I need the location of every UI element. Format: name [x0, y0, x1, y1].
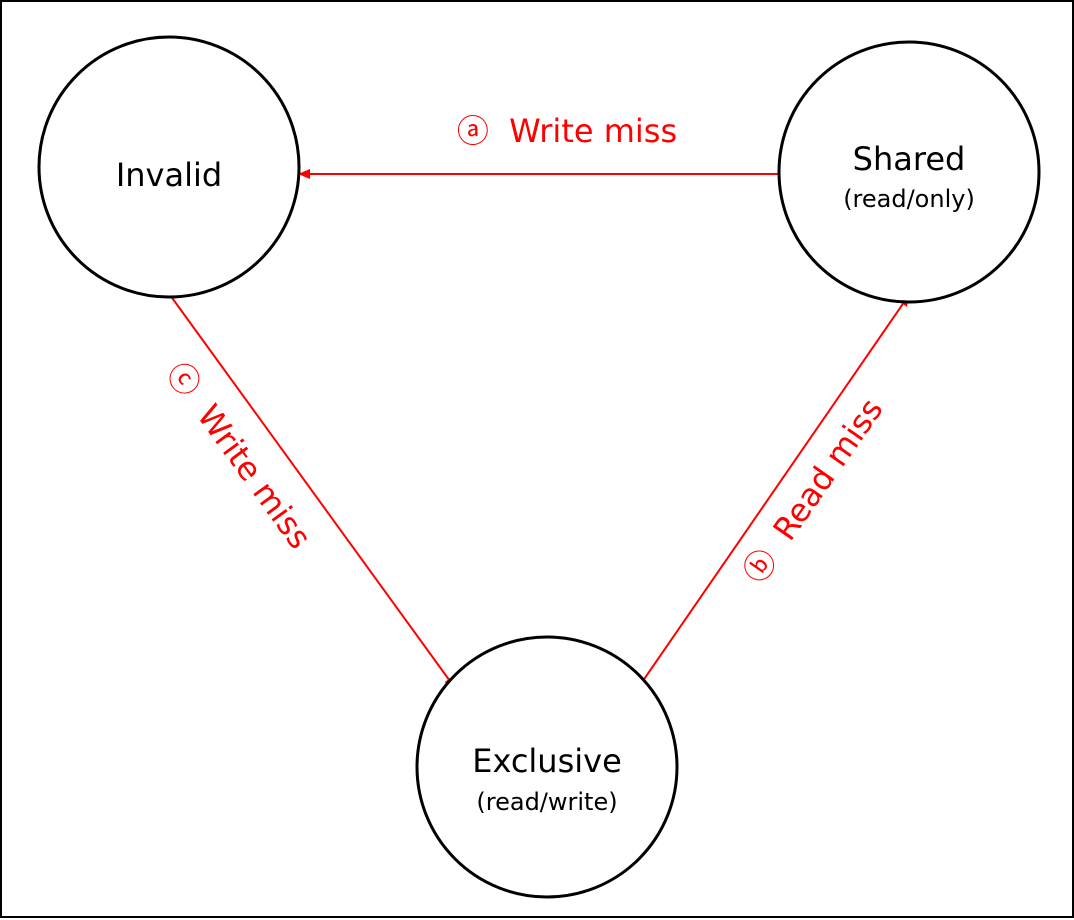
transition-a-label: ⓐ Write miss	[457, 112, 677, 150]
transition-c-text: Write miss	[189, 397, 319, 555]
state-shared: Shared (read/only)	[777, 40, 1041, 304]
transition-b-label: ⓑ Read miss	[735, 391, 890, 590]
transition-c-label: ⓒ Write miss	[159, 355, 319, 556]
state-invalid-circle	[37, 35, 301, 299]
state-invalid: Invalid	[37, 35, 301, 299]
state-exclusive-title: Exclusive	[472, 742, 622, 780]
transition-a-text: Write miss	[509, 112, 677, 150]
state-exclusive-circle	[415, 635, 679, 899]
transition-b-text: Read miss	[765, 391, 890, 547]
transition-a-marker: ⓐ	[457, 112, 489, 150]
state-invalid-title: Invalid	[116, 156, 222, 194]
transition-c-marker: ⓒ	[159, 355, 209, 403]
state-exclusive: Exclusive (read/write)	[415, 635, 679, 899]
transition-c-arrow	[169, 294, 456, 689]
state-exclusive-subtitle: (read/write)	[476, 788, 617, 816]
state-shared-subtitle: (read/only)	[843, 185, 975, 213]
transition-b-marker: ⓑ	[735, 542, 784, 590]
state-shared-title: Shared	[853, 140, 966, 178]
transition-b-arrow	[637, 294, 910, 689]
state-shared-circle	[777, 40, 1041, 304]
